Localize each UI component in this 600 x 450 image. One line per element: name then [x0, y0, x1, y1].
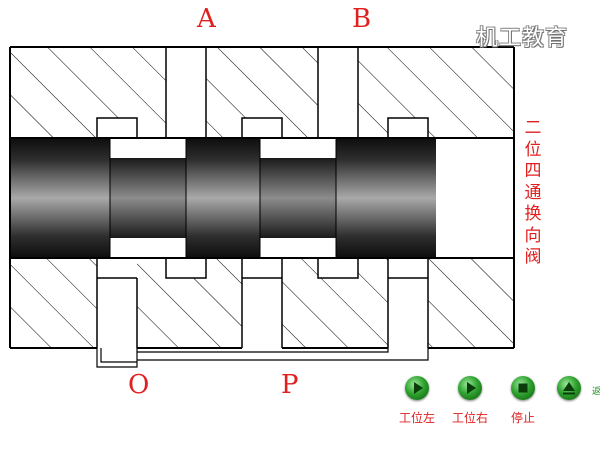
- stop-button[interactable]: 停止: [495, 376, 551, 426]
- title-char: 通: [524, 182, 542, 203]
- valve-body-upper: [10, 47, 514, 139]
- title-char: 二: [524, 118, 542, 138]
- title-char: 换: [524, 204, 542, 224]
- port-label-b: B: [352, 4, 372, 34]
- port-label-p: P: [281, 370, 299, 400]
- watermark-logo: 机工教育: [476, 26, 569, 51]
- title-char: 位: [524, 139, 542, 160]
- stop-icon: [511, 376, 535, 400]
- return-line: [96, 348, 429, 368]
- left-position-label: 工位左: [398, 411, 435, 425]
- right-position-label: 工位右: [451, 411, 488, 425]
- left-position-button[interactable]: 工位左: [389, 376, 445, 426]
- stop-label: 停止: [510, 411, 535, 425]
- title-char: 阀: [524, 247, 542, 267]
- play-icon: [458, 376, 482, 400]
- right-position-button[interactable]: 工位右: [442, 376, 498, 426]
- return-button[interactable]: [549, 376, 589, 400]
- valve-title-vertical: 二 位 四 通 换 向 阀: [522, 118, 544, 269]
- play-icon: [405, 376, 429, 400]
- spool: [10, 138, 436, 258]
- valve-body-lower: [10, 257, 514, 348]
- valve-outline: [9, 46, 515, 349]
- title-char: 四: [524, 161, 542, 181]
- eject-icon: [557, 376, 581, 400]
- port-label-o: O: [128, 370, 150, 400]
- port-label-a: A: [197, 4, 216, 34]
- title-char: 向: [524, 225, 542, 246]
- return-label: 返: [592, 387, 600, 397]
